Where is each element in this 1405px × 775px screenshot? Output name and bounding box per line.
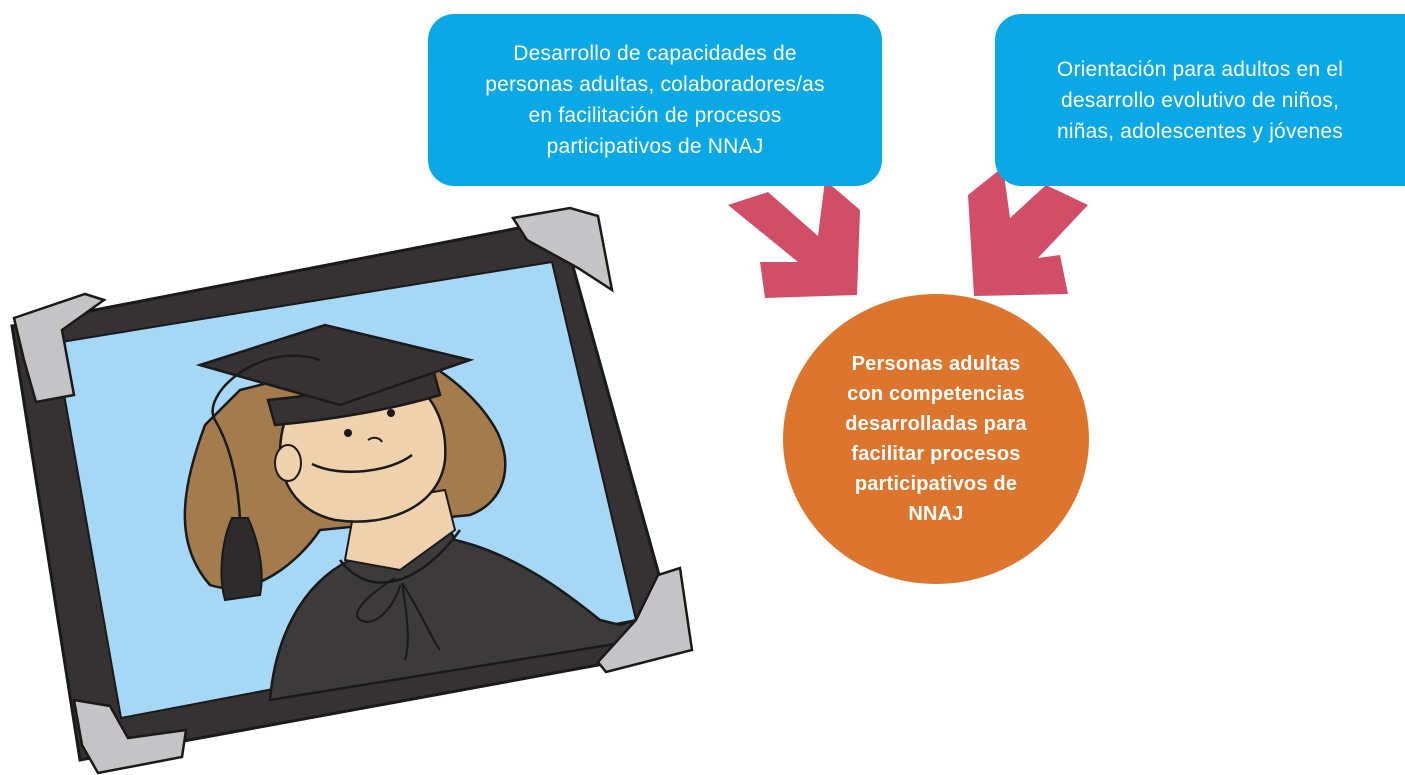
result-circle-text: Personas adultas con competencias desarr… — [845, 353, 1027, 525]
eye-right — [387, 409, 395, 417]
mortarboard — [195, 323, 475, 407]
arrow-right-to-result — [968, 167, 1088, 296]
frame-corner-top-left — [12, 292, 107, 404]
input-box-capacity-development-text: Desarrollo de capacidades de personas ad… — [485, 42, 825, 158]
smile — [311, 454, 413, 474]
input-box-adult-orientation-text: Orientación para adultos en el desarroll… — [1056, 57, 1344, 143]
eye-left — [344, 429, 352, 437]
graduation-gown — [268, 518, 642, 702]
frame-corner-bottom-right — [596, 566, 694, 674]
input-box-adult-orientation: Orientación para adultos en el desarroll… — [995, 14, 1405, 186]
frame-corner-top-right — [510, 206, 614, 293]
tassel-string — [211, 354, 321, 521]
input-box-capacity-development: Desarrollo de capacidades de personas ad… — [428, 14, 882, 186]
result-circle: Personas adultas con competencias desarr… — [783, 294, 1089, 584]
collar-bow — [356, 577, 401, 624]
frame-corner-bottom-left — [72, 698, 188, 775]
arrow-left-to-result — [728, 180, 860, 298]
tassel — [220, 517, 263, 602]
